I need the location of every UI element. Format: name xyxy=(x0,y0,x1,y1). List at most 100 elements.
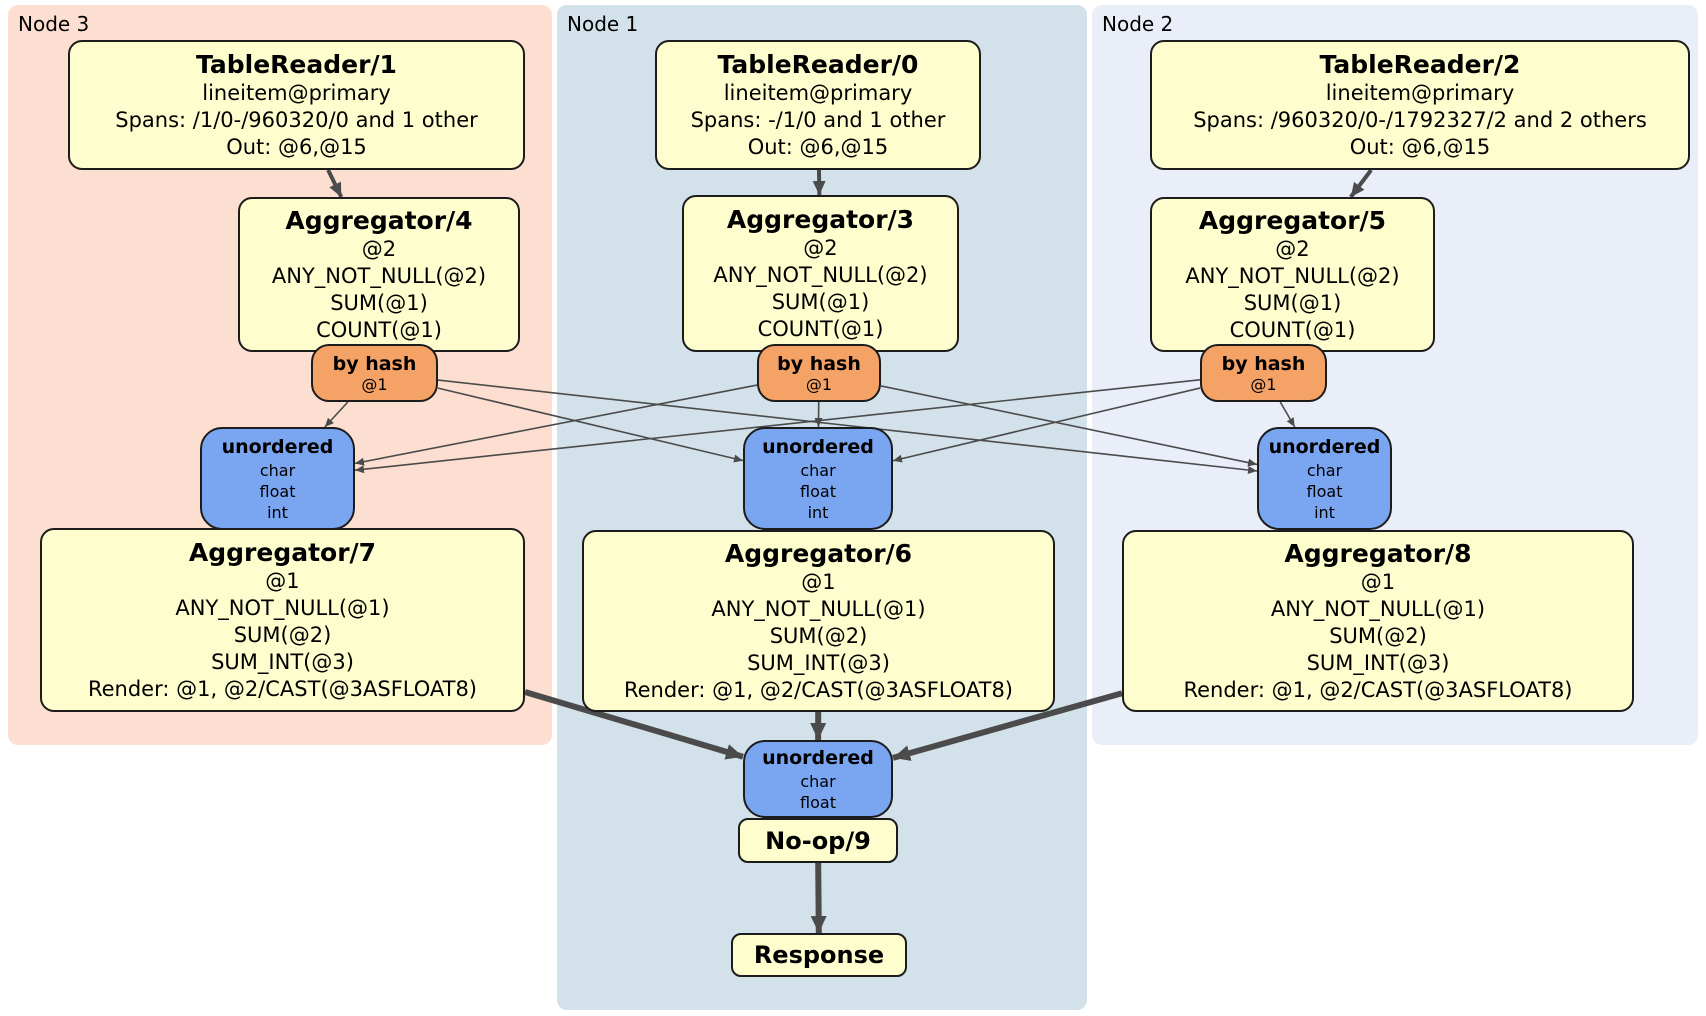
box-line: SUM(@2) xyxy=(233,622,332,647)
box-line: @1 xyxy=(1250,375,1277,394)
node-label: Node 3 xyxy=(18,12,90,36)
box-line: lineitem@primary xyxy=(1325,80,1515,105)
box-line: float xyxy=(1306,481,1343,501)
box-line: ANY_NOT_NULL(@2) xyxy=(1185,263,1400,288)
box-line: char xyxy=(259,460,296,480)
box-title: TableReader/1 xyxy=(196,49,397,79)
edge-hash3-to-sync2 xyxy=(437,379,1258,474)
edge-tr2-to-agg5 xyxy=(1349,168,1373,199)
box-line: COUNT(@1) xyxy=(1229,317,1356,342)
noop-9-box: No-op/9 xyxy=(738,818,898,863)
box-line: COUNT(@1) xyxy=(316,317,442,342)
box-line: float xyxy=(259,481,296,501)
box-line: Render: @1, @2/CAST(@3ASFLOAT8) xyxy=(87,676,478,701)
edge-hash2-to-sync2 xyxy=(1279,401,1296,428)
box-body: @1 xyxy=(1250,376,1276,394)
box-body: @1 xyxy=(361,376,387,394)
box-title: by hash xyxy=(1221,353,1306,375)
box-line: @1 xyxy=(265,568,300,593)
box-title: Response xyxy=(753,941,885,969)
box-line: @1 xyxy=(801,569,836,594)
box-line: char xyxy=(1306,460,1343,480)
hash-router-node1: by hash @1 xyxy=(757,344,881,402)
hash-router-node3: by hash @1 xyxy=(311,344,438,402)
edge-noop-to-resp xyxy=(810,862,827,934)
box-line: Spans: /1/0-/960320/0 and 1 other xyxy=(115,107,478,132)
box-line: SUM(@1) xyxy=(330,290,428,315)
box-line: float xyxy=(800,481,836,501)
box-title: unordered xyxy=(762,435,874,458)
edge-hash2-to-sync3 xyxy=(354,378,1201,474)
box-title: unordered xyxy=(762,746,874,769)
edge-hash3-to-sync3 xyxy=(324,401,349,428)
box-line: SUM_INT(@3) xyxy=(747,650,890,675)
edge-agg8-to-syncF xyxy=(892,690,1123,761)
box-line: SUM_INT(@3) xyxy=(1306,650,1450,675)
box-line: @2 xyxy=(803,235,838,260)
box-line: ANY_NOT_NULL(@1) xyxy=(711,596,926,621)
box-title: by hash xyxy=(332,353,417,375)
box-line: ANY_NOT_NULL(@1) xyxy=(175,595,390,620)
box-line: ANY_NOT_NULL(@2) xyxy=(713,262,928,287)
box-line: char xyxy=(800,771,836,791)
box-title: unordered xyxy=(221,435,334,458)
box-line: int xyxy=(267,502,288,522)
edge-tr1-to-agg4 xyxy=(326,169,344,198)
box-line: int xyxy=(1314,502,1335,522)
box-line: SUM(@2) xyxy=(769,623,868,648)
edge-hash3-to-sync1 xyxy=(437,387,744,463)
box-title: unordered xyxy=(1268,435,1381,458)
box-line: SUM_INT(@3) xyxy=(211,649,354,674)
response-box: Response xyxy=(731,933,907,977)
box-line: float xyxy=(800,792,836,812)
box-line: ANY_NOT_NULL(@2) xyxy=(271,263,487,288)
edge-agg7-to-syncF xyxy=(524,689,744,760)
box-title: Aggregator/8 xyxy=(1284,538,1472,568)
box-line: SUM(@2) xyxy=(1329,623,1427,648)
box-line: int xyxy=(807,502,829,522)
box-line: @1 xyxy=(1360,569,1396,594)
edge-hash1-to-sync2 xyxy=(880,385,1258,467)
box-line: Out: @6,@15 xyxy=(226,134,367,159)
box-title: TableReader/2 xyxy=(1319,49,1521,79)
node-label: Node 1 xyxy=(567,12,639,36)
box-line: SUM(@1) xyxy=(771,289,870,314)
box-title: Aggregator/7 xyxy=(188,537,377,567)
box-title: by hash xyxy=(777,353,861,375)
box-title: Aggregator/4 xyxy=(285,205,473,235)
box-line: SUM(@1) xyxy=(1243,290,1342,315)
box-line: Render: @1, @2/CAST(@3ASFLOAT8) xyxy=(1183,677,1573,702)
box-line: @1 xyxy=(805,375,833,394)
box-line: @1 xyxy=(361,375,388,394)
box-line: Render: @1, @2/CAST(@3ASFLOAT8) xyxy=(623,677,1014,702)
box-line: ANY_NOT_NULL(@1) xyxy=(1270,596,1486,621)
box-body: @1 xyxy=(806,376,832,394)
edge-hash1-to-sync3 xyxy=(354,384,758,466)
box-line: @2 xyxy=(361,236,397,261)
node-label: Node 2 xyxy=(1102,12,1174,36)
